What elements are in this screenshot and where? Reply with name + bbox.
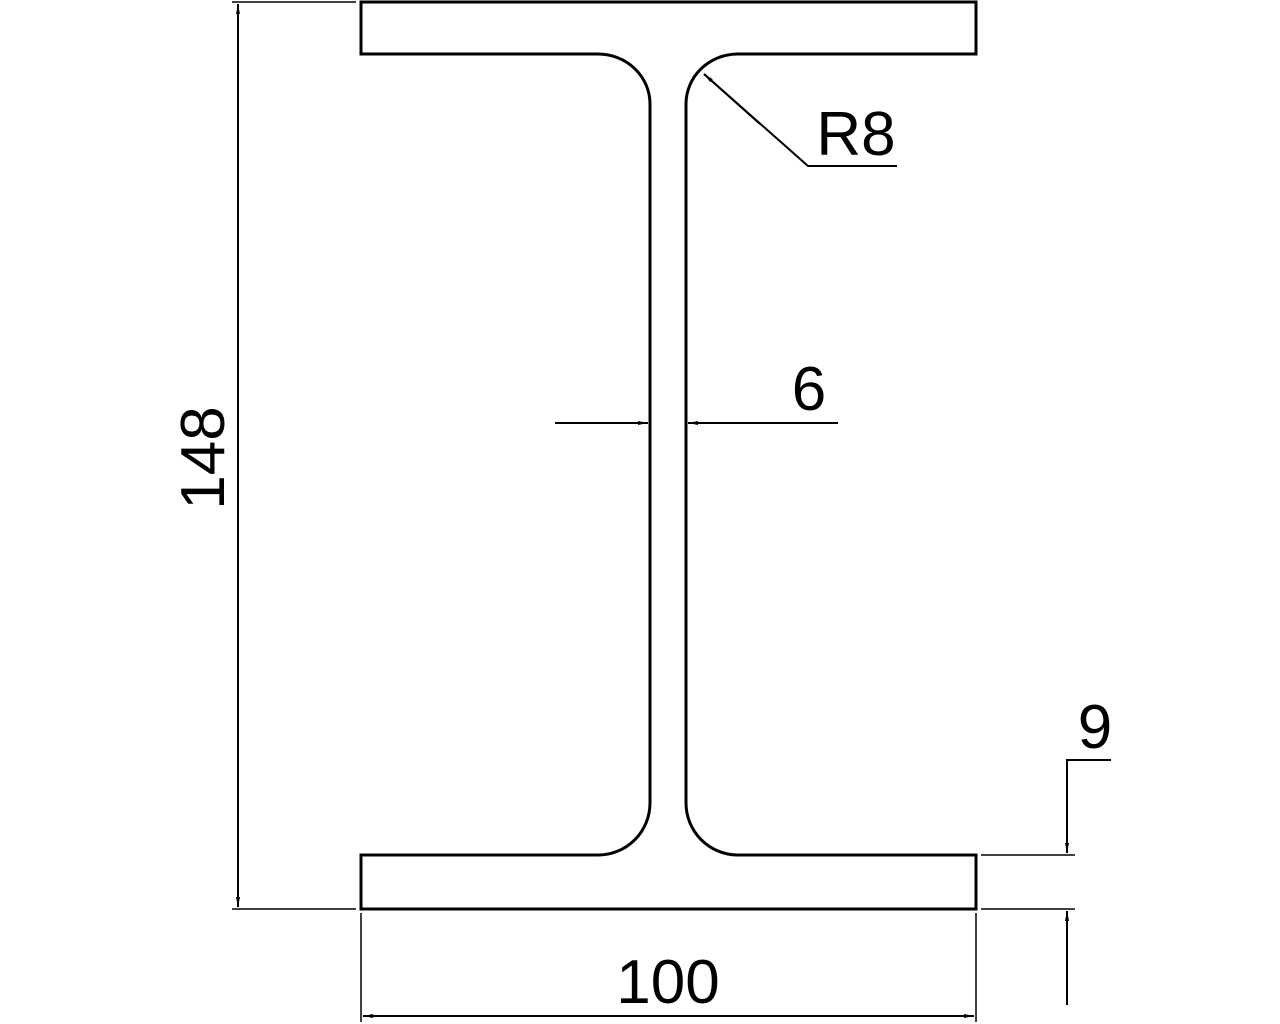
flange-thickness-label: 9 xyxy=(1078,693,1112,762)
web-thickness-label: 6 xyxy=(792,355,826,424)
flange-dimension-top-arrow xyxy=(1065,759,1111,853)
i-beam-profile xyxy=(359,0,978,911)
width-label: 100 xyxy=(616,948,719,1017)
height-label: 148 xyxy=(169,406,238,509)
fillet-radius-label: R8 xyxy=(816,100,895,169)
